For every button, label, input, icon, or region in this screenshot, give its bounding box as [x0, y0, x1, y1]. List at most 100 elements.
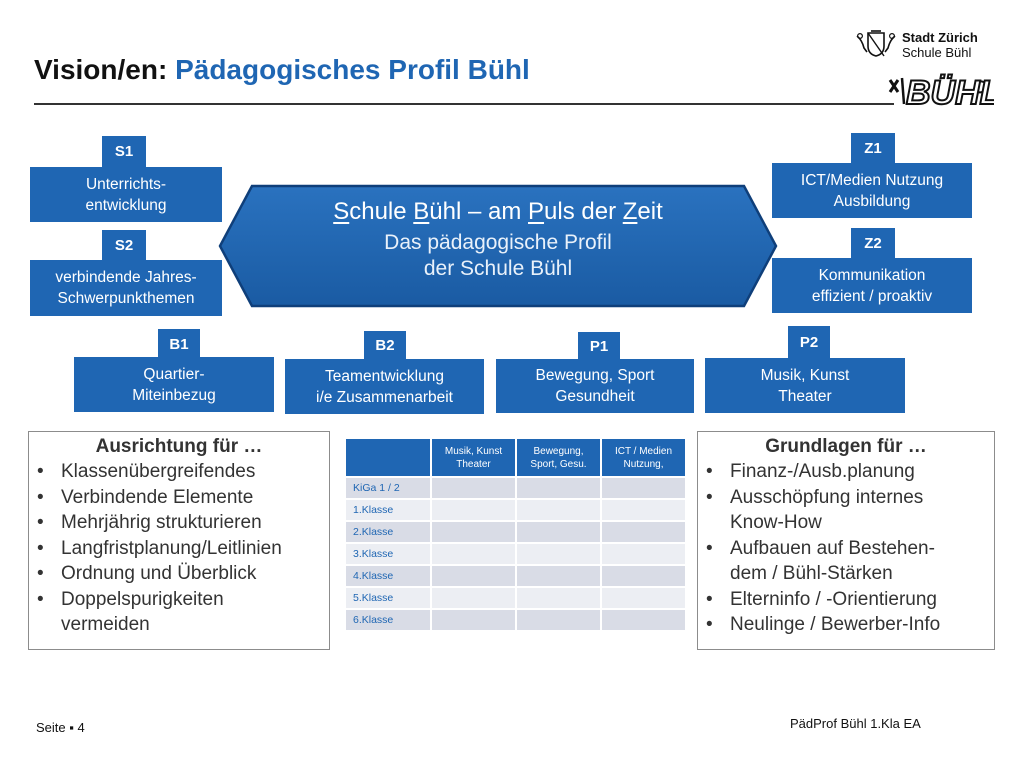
- table-corner-cell: [346, 439, 430, 476]
- table-row: 2.Klasse: [346, 522, 685, 542]
- box-p2-line2: Theater: [778, 387, 832, 405]
- box-b2-line1: Teamentwicklung: [325, 367, 444, 385]
- panel-ausrichtung-list: Klassenübergreifendes Verbindende Elemen…: [29, 459, 329, 638]
- tag-s1: S1: [102, 136, 146, 167]
- panel-grundlagen: Grundlagen für … Finanz-/Ausb.planung Au…: [697, 431, 995, 650]
- box-b2-teamentwicklung[interactable]: Teamentwicklung i/e Zusammenarbeit: [285, 359, 484, 414]
- box-z1-line2: Ausbildung: [833, 192, 911, 210]
- table-row: 6.Klasse: [346, 610, 685, 630]
- box-p1-line1: Bewegung, Sport: [535, 367, 655, 384]
- table-cell[interactable]: [432, 522, 515, 542]
- panel-ausrichtung: Ausrichtung für … Klassenübergreifendes …: [28, 431, 330, 650]
- box-b2-line2: i/e Zusammenarbeit: [316, 388, 453, 406]
- buehl-wordmark: BÜHL: [906, 74, 994, 112]
- table-cell[interactable]: [602, 566, 685, 586]
- table-cell[interactable]: [602, 522, 685, 542]
- box-z2-line1: Kommunikation: [818, 266, 926, 284]
- box-p2-line1: Musik, Kunst: [760, 366, 850, 384]
- title-main: Pädagogisches Profil Bühl: [175, 54, 530, 85]
- table-cell[interactable]: [602, 500, 685, 520]
- box-s1-line2: entwicklung: [85, 196, 167, 214]
- panel-ausrichtung-heading: Ausrichtung für …: [95, 436, 263, 457]
- box-b1-line2: Miteinbezug: [132, 386, 216, 404]
- table-cell[interactable]: [517, 610, 600, 630]
- table-row-label: 5.Klasse: [346, 588, 430, 608]
- table-cell[interactable]: [517, 544, 600, 564]
- list-item: Aufbauen auf Bestehen-dem / Bühl-Stärken: [698, 536, 970, 587]
- box-z1-ict-medien[interactable]: ICT/Medien Nutzung Ausbildung: [772, 163, 972, 218]
- table-row: 5.Klasse: [346, 588, 685, 608]
- list-item: Ausschöpfung internes Know-How: [698, 485, 960, 536]
- buehl-logo-icon: BÜHL: [888, 73, 994, 112]
- table-row-label: 3.Klasse: [346, 544, 430, 564]
- table-row: 1.Klasse: [346, 500, 685, 520]
- box-s2-jahresschwerpunkte[interactable]: verbindende Jahres- Schwerpunkthemen: [30, 260, 222, 316]
- table-row-label: 1.Klasse: [346, 500, 430, 520]
- tag-p2: P2: [788, 326, 830, 358]
- box-s1-unterrichtsentwicklung[interactable]: Unterrichts- entwicklung: [30, 167, 222, 222]
- footer-document-reference: PädProf Bühl 1.Kla EA: [790, 716, 921, 731]
- table-row: 4.Klasse: [346, 566, 685, 586]
- table-cell[interactable]: [517, 522, 600, 542]
- list-item: Ordnung und Überblick: [29, 561, 329, 587]
- box-z2-line2: effizient / proaktiv: [811, 287, 933, 305]
- title-divider: [34, 103, 894, 105]
- box-p2-musik[interactable]: Musik, Kunst Theater: [705, 358, 905, 413]
- tag-s2: S2: [102, 230, 146, 260]
- table-cell[interactable]: [432, 588, 515, 608]
- list-item: Elterninfo / -Orientierung: [698, 587, 994, 613]
- zurich-crest-icon: [856, 30, 896, 57]
- table-cell[interactable]: [602, 544, 685, 564]
- panel-grundlagen-list: Finanz-/Ausb.planung Ausschöpfung intern…: [698, 459, 994, 638]
- tag-b2: B2: [364, 331, 406, 360]
- table-cell[interactable]: [517, 478, 600, 498]
- box-s2-line1: verbindende Jahres-: [55, 269, 197, 286]
- page-title: Vision/en: Pädagogisches Profil Bühl: [34, 54, 530, 86]
- list-item: Klassenübergreifendes: [29, 459, 329, 485]
- table-row-label: 2.Klasse: [346, 522, 430, 542]
- table-cell[interactable]: [432, 478, 515, 498]
- center-text: Schule Bühl – am Puls der Zeit Das pädag…: [300, 196, 696, 282]
- table-row-label: 6.Klasse: [346, 610, 430, 630]
- box-b1-quartier[interactable]: Quartier- Miteinbezug: [74, 357, 274, 412]
- list-item: Doppelspurigkeiten vermeiden: [29, 587, 261, 638]
- table-cell[interactable]: [432, 500, 515, 520]
- table-row: KiGa 1 / 2: [346, 478, 685, 498]
- title-prefix: Vision/en:: [34, 54, 168, 85]
- box-p1-bewegung[interactable]: Bewegung, Sport Gesundheit: [496, 359, 694, 413]
- list-item: Finanz-/Ausb.planung: [698, 459, 994, 485]
- table-cell[interactable]: [432, 610, 515, 630]
- panel-grundlagen-heading: Grundlagen für …: [765, 436, 927, 457]
- list-item: Mehrjährig strukturieren: [29, 510, 329, 536]
- table-header-bewegung: Bewegung,Sport, Gesu.: [517, 439, 600, 476]
- tag-z2: Z2: [851, 228, 895, 258]
- center-subtitle: Das pädagogische Profil der Schule Bühl: [384, 231, 612, 280]
- logo-school-name: Schule Bühl: [902, 45, 972, 60]
- table-cell[interactable]: [602, 478, 685, 498]
- box-s2-line2: Schwerpunkthemen: [57, 290, 195, 307]
- center-profile-hexagon: [218, 184, 778, 308]
- box-s1-line1: Unterrichts-: [85, 175, 167, 193]
- center-title: Schule Bühl – am Puls der Zeit: [333, 198, 663, 225]
- footer-page-number: Seite ▪ 4: [36, 720, 85, 735]
- table-cell[interactable]: [602, 588, 685, 608]
- tag-z1: Z1: [851, 133, 895, 163]
- box-z2-kommunikation[interactable]: Kommunikation effizient / proaktiv: [772, 258, 972, 313]
- box-z1-line1: ICT/Medien Nutzung: [800, 171, 944, 189]
- table-cell[interactable]: [517, 588, 600, 608]
- list-item: Verbindende Elemente: [29, 485, 329, 511]
- table-cell[interactable]: [517, 566, 600, 586]
- table-cell[interactable]: [517, 500, 600, 520]
- table-cell[interactable]: [432, 544, 515, 564]
- table-row-label: KiGa 1 / 2: [346, 478, 430, 498]
- table-row-label: 4.Klasse: [346, 566, 430, 586]
- table-cell[interactable]: [602, 610, 685, 630]
- table-cell[interactable]: [432, 566, 515, 586]
- box-b1-line1: Quartier-: [143, 365, 205, 383]
- table-row: 3.Klasse: [346, 544, 685, 564]
- box-p1-line2: Gesundheit: [555, 388, 635, 405]
